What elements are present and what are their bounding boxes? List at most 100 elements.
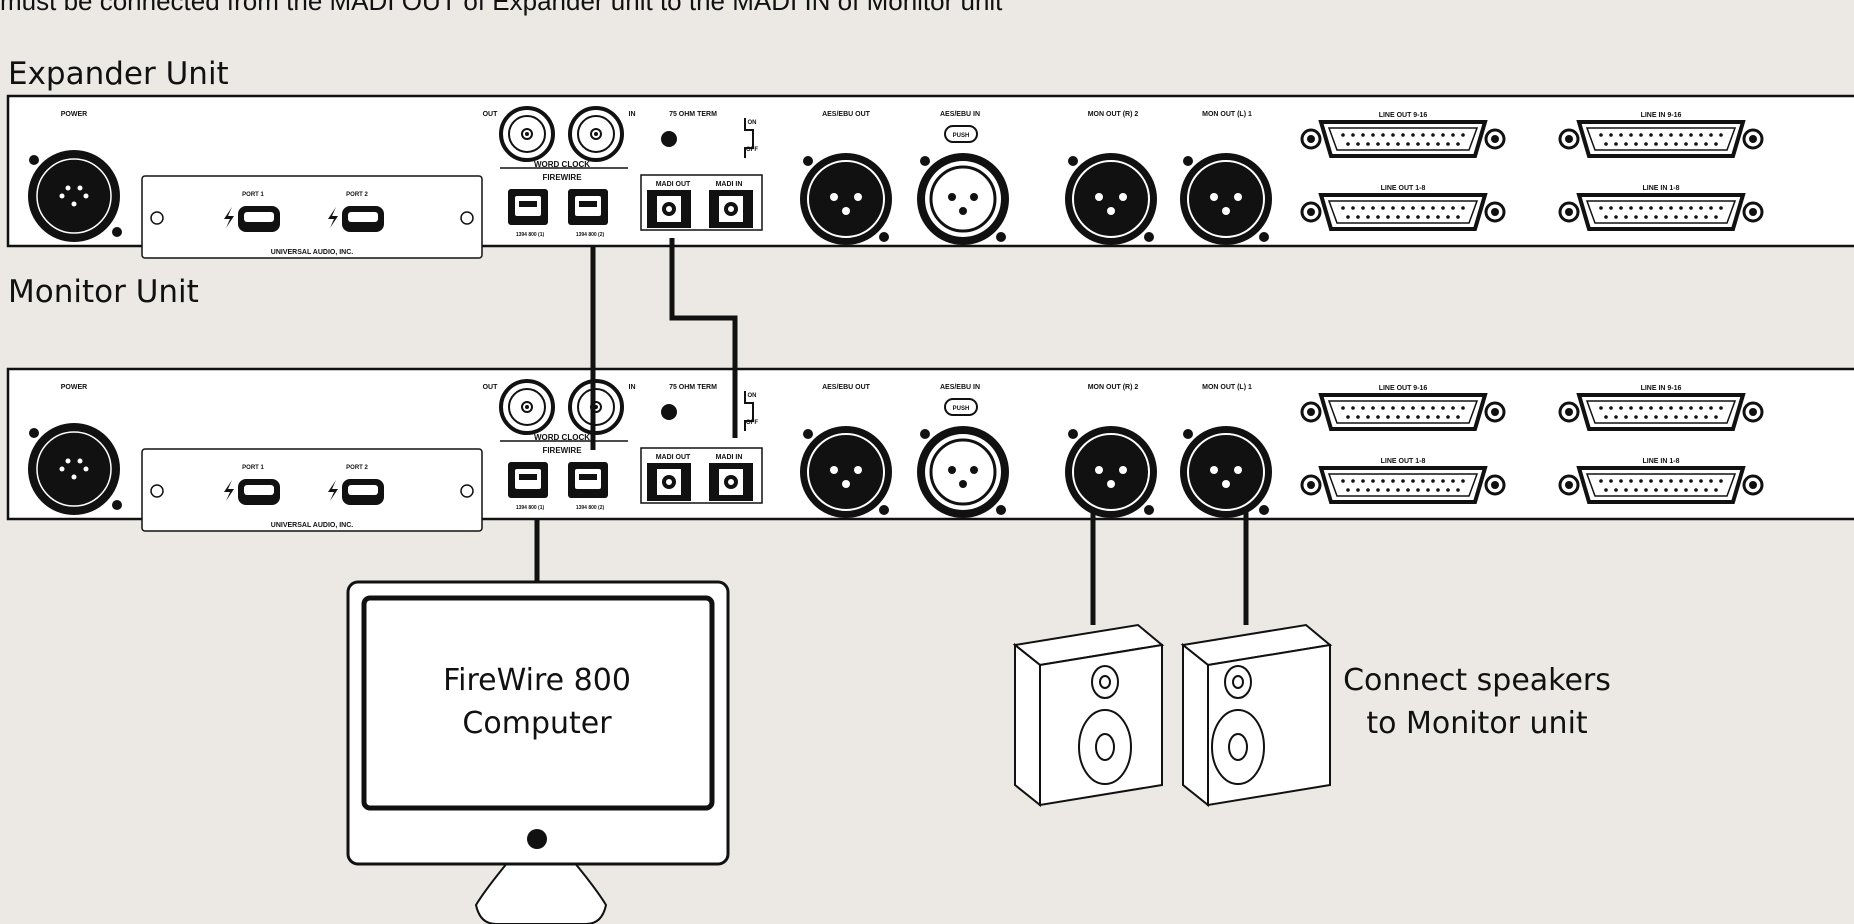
screw-icon <box>1144 505 1154 515</box>
thunderbolt-card <box>141 175 483 259</box>
speakers-note-line2: to Monitor unit <box>1366 706 1588 741</box>
firewire-port-1[interactable] <box>508 189 548 225</box>
power-label: POWER <box>61 384 87 391</box>
word-clock-out-label: OUT <box>483 384 499 391</box>
aes-out-label: AES/EBU OUT <box>822 111 871 118</box>
woofer-icon <box>1211 709 1265 785</box>
thunderbolt-icon <box>224 207 234 228</box>
port2-label: PORT 2 <box>346 465 368 471</box>
madi-out-port[interactable] <box>647 190 691 228</box>
aes-in-label: AES/EBU IN <box>940 384 980 391</box>
screw-icon <box>1183 429 1193 439</box>
firewire-port-1-label: 1394 800 (1) <box>516 505 545 511</box>
firewire-port-1[interactable] <box>508 462 548 498</box>
speaker-right <box>1012 623 1165 808</box>
aes-in-label: AES/EBU IN <box>940 111 980 118</box>
term-switch[interactable] <box>661 131 677 147</box>
screw-icon <box>1259 505 1269 515</box>
screw-icon <box>1068 429 1078 439</box>
universal-audio-label: UNIVERSAL AUDIO, INC. <box>271 249 354 256</box>
screw-icon <box>1144 232 1154 242</box>
madi-in-port[interactable] <box>709 190 753 228</box>
word-clock-out-bnc[interactable] <box>499 106 555 162</box>
line-out-9-16-label: LINE OUT 9-16 <box>1379 385 1428 392</box>
thunderbolt-port-1[interactable] <box>224 206 280 232</box>
firewire-port-2[interactable] <box>568 189 608 225</box>
speakers-note-line1: Connect speakers <box>1343 663 1611 698</box>
screw-icon <box>1259 232 1269 242</box>
mon-out-l-xlr[interactable] <box>1180 153 1272 245</box>
push-label: PUSH <box>953 406 970 412</box>
madi-cable <box>669 238 738 438</box>
thunderbolt-icon <box>328 207 338 228</box>
port1-label: PORT 1 <box>242 465 264 471</box>
monitor-unit-title: Monitor Unit <box>8 274 199 310</box>
word-clock-out-bnc[interactable] <box>499 379 555 435</box>
line-out-1-8-dsub[interactable] <box>1300 193 1506 231</box>
line-in-1-8-dsub[interactable] <box>1558 466 1764 504</box>
word-clock-in-bnc[interactable] <box>568 106 624 162</box>
screw-icon <box>803 429 813 439</box>
line-in-9-16-dsub[interactable] <box>1558 393 1764 431</box>
firewire-port-2[interactable] <box>568 462 608 498</box>
line-out-9-16-label: LINE OUT 9-16 <box>1379 112 1428 119</box>
term-label: 75 OHM TERM <box>669 111 717 118</box>
madi-out-label: MADI OUT <box>656 454 691 461</box>
thunderbolt-port-1[interactable] <box>224 479 280 505</box>
line-out-9-16-dsub[interactable] <box>1300 120 1506 158</box>
mon-out-r-xlr[interactable] <box>1065 153 1157 245</box>
word-clock-label: WORD CLOCK <box>534 433 590 442</box>
line-in-9-16-dsub[interactable] <box>1558 120 1764 158</box>
mon-out-l-label: MON OUT (L) 1 <box>1202 384 1252 391</box>
madi-out-label: MADI OUT <box>656 181 691 188</box>
screw-icon <box>29 428 39 438</box>
line-in-1-8-dsub[interactable] <box>1558 193 1764 231</box>
screw-icon <box>112 500 122 510</box>
power-connector[interactable] <box>28 423 120 515</box>
mon-out-r-label: MON OUT (R) 2 <box>1088 111 1139 118</box>
thunderbolt-port-2[interactable] <box>328 479 384 505</box>
firewire-label: FIREWIRE <box>542 173 582 182</box>
woofer-icon <box>1078 709 1132 785</box>
screw-icon <box>879 505 889 515</box>
line-out-9-16-dsub[interactable] <box>1300 393 1506 431</box>
word-clock-in-label: IN <box>629 111 636 118</box>
screw-icon <box>996 505 1006 515</box>
madi-in-label: MADI IN <box>716 454 743 461</box>
off-label: OFF <box>746 147 758 153</box>
power-label: POWER <box>61 111 87 118</box>
madi-in-port[interactable] <box>709 463 753 501</box>
thunderbolt-icon <box>224 480 234 501</box>
line-in-9-16-label: LINE IN 9-16 <box>1641 385 1682 392</box>
word-clock-out-label: OUT <box>483 111 499 118</box>
word-clock-in-bnc[interactable] <box>568 379 624 435</box>
port2-label: PORT 2 <box>346 192 368 198</box>
firewire-port-2-label: 1394 800 (2) <box>576 505 605 511</box>
mon-out-l-xlr[interactable] <box>1180 426 1272 518</box>
screw-icon <box>29 155 39 165</box>
off-label: OFF <box>746 420 758 426</box>
madi-out-port[interactable] <box>647 463 691 501</box>
aes-out-label: AES/EBU OUT <box>822 384 871 391</box>
aes-out-xlr[interactable] <box>800 153 892 245</box>
aes-in-xlr[interactable] <box>917 426 1009 518</box>
word-clock-in-label: IN <box>629 384 636 391</box>
cables <box>534 238 1249 625</box>
tweeter-icon <box>1091 665 1119 699</box>
line-out-1-8-dsub[interactable] <box>1300 466 1506 504</box>
aes-out-xlr[interactable] <box>800 426 892 518</box>
expander-unit-title: Expander Unit <box>8 56 229 92</box>
power-connector[interactable] <box>28 150 120 242</box>
screw-icon <box>996 232 1006 242</box>
screw-icon <box>1068 156 1078 166</box>
mon-out-r-xlr[interactable] <box>1065 426 1157 518</box>
line-in-9-16-label: LINE IN 9-16 <box>1641 112 1682 119</box>
line-out-1-8-label: LINE OUT 1-8 <box>1381 458 1426 465</box>
screw-icon <box>112 227 122 237</box>
aes-in-xlr[interactable] <box>917 153 1009 245</box>
term-switch[interactable] <box>661 404 677 420</box>
thunderbolt-port-2[interactable] <box>328 206 384 232</box>
